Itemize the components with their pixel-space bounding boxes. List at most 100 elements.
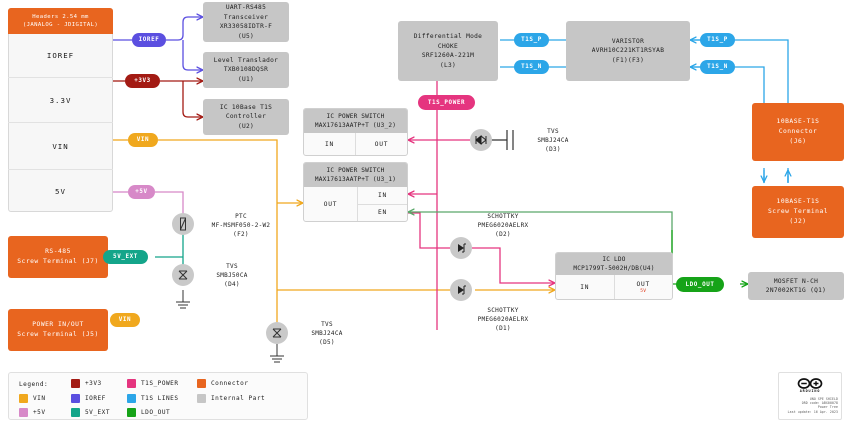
block-uart-rs485-transceiver[interactable]: UART-RS485 Transceiver XR33058IDTR-F (U5…: [203, 2, 289, 42]
d2-line1: SCHOTTKY: [487, 212, 519, 220]
d3-line3: (D3): [545, 145, 561, 153]
block-level-translator[interactable]: Level Translador TXB0108DQSR (U1): [203, 52, 289, 88]
net-label-t1s-n-right[interactable]: T1S_N: [700, 60, 735, 74]
d1-line2: PMEG6020AELRX: [477, 315, 529, 323]
block-mosfet-n-ch[interactable]: MOSFET N-CH 2N7002KT1G (Q1): [748, 272, 844, 300]
u3-2-pin-out[interactable]: OUT: [374, 140, 389, 148]
legend-box: Legend: +3V3 T1S_POWER Connector VIN IOR…: [8, 372, 308, 420]
j5-line2: Screw Terminal (J5): [17, 331, 99, 338]
d5-line2: SMBJ24CA: [311, 329, 343, 337]
net-label-5v[interactable]: +5V: [128, 185, 155, 199]
ldo-pin-out[interactable]: OUT 5V: [615, 275, 673, 299]
connector-rs485-screw-terminal[interactable]: RS-485 Screw Terminal (J7): [8, 236, 108, 278]
j6-line3: (J6): [789, 138, 807, 145]
legend-label-t1s-lines: T1S LINES: [141, 395, 179, 402]
connector-power-in-out-screw-terminal[interactable]: POWER IN/OUT Screw Terminal (J5): [8, 309, 108, 351]
choke-line4: (L3): [439, 61, 457, 69]
rail-3v3[interactable]: 3.3V: [8, 78, 113, 123]
rail-ioref[interactable]: IOREF: [8, 34, 113, 78]
info-line1: UNO SPE SHIELD: [809, 397, 838, 401]
legend-label-connector: Connector: [211, 380, 249, 387]
d3-line1: TVS: [547, 127, 559, 135]
j6-line2: Connector: [778, 128, 818, 135]
tvs-d4-icon: [172, 264, 194, 286]
tvs-d3-icon: [470, 129, 492, 151]
legend-item-5v: +5V: [19, 408, 46, 417]
block-differential-mode-choke[interactable]: Differential Mode CHOKE SRF1260A-221M (L…: [398, 21, 498, 81]
arduino-infinity-logo-icon: [779, 378, 841, 389]
j2-line3: (J2): [789, 218, 807, 225]
u3-1-head-line1: IC POWER SWITCH: [326, 166, 385, 174]
net-label-t1s-power[interactable]: T1S_POWER: [418, 95, 475, 110]
net-label-t1s-n-left[interactable]: T1S_N: [514, 60, 549, 74]
legend-swatch-vin: [19, 394, 28, 403]
d1-line1: SCHOTTKY: [487, 306, 519, 314]
j2-line2: Screw Terminal: [767, 208, 829, 215]
mosfet-line1: MOSFET N-CH: [773, 277, 819, 285]
net-label-t1s-p-right[interactable]: T1S_P: [700, 33, 735, 47]
headers-title: Headers 2.54 mm (JANALOG - JDIGITAL): [8, 8, 113, 34]
block-varistor[interactable]: VARISTOR AVRH10C221KT1RSYAB (F1)(F3): [566, 21, 690, 81]
legend-swatch-t1s-lines: [127, 394, 136, 403]
connector-10base-t1s-connector[interactable]: 10BASE-T1S Connector (J6): [752, 103, 844, 161]
u3-1-pin-out[interactable]: OUT: [304, 187, 359, 221]
mosfet-line2: 2N7002KT1G (Q1): [765, 287, 827, 294]
u3-2-head-line1: IC POWER SWITCH: [326, 112, 385, 120]
tvs-d4-label: TVS SMBJ50CA (D4): [197, 261, 267, 289]
net-label-t1s-p-left[interactable]: T1S_P: [514, 33, 549, 47]
uart-line1: UART-RS485: [225, 4, 267, 11]
ctrl-line1: IC 10Base T1S: [219, 103, 273, 111]
legend-swatch-connector: [197, 379, 206, 388]
rail-vin[interactable]: VIN: [8, 123, 113, 170]
legend-label-ldo-out: LDO_OUT: [141, 409, 171, 416]
block-ic-10base-t1s-controller[interactable]: IC 10Base T1S Controller (U2): [203, 99, 289, 135]
ic-power-switch-u3-1[interactable]: IC POWER SWITCH MAX17613AATP+T (U3_1) OU…: [303, 162, 408, 222]
ldo-pin-out-label: OUT: [636, 280, 651, 288]
tvs-d5-label: TVS SMBJ24CA (D5): [292, 319, 362, 347]
choke-line3: SRF1260A-221M: [421, 52, 475, 59]
u3-2-head-line2: MAX17613AATP+T (U3_2): [314, 122, 397, 129]
info-line2: ORD code: ABX00078: [801, 401, 838, 406]
ldo-pin-in[interactable]: IN: [556, 275, 615, 299]
j5-line1: POWER IN/OUT: [32, 321, 84, 328]
u3-1-pin-en[interactable]: EN: [377, 209, 388, 217]
u3-1-head: IC POWER SWITCH MAX17613AATP+T (U3_1): [304, 163, 407, 187]
net-label-ioref[interactable]: IOREF: [132, 33, 166, 47]
net-label-vin-header[interactable]: VIN: [128, 133, 158, 147]
net-label-vin-j5[interactable]: VIN: [110, 313, 140, 327]
net-label-ldo-out[interactable]: LDO_OUT: [676, 277, 724, 292]
ptc-line2: MF-MSMF050-2-W2: [211, 221, 271, 229]
choke-line2: CHOKE: [437, 42, 459, 50]
tvs-d5-icon: [266, 322, 288, 344]
info-box: ARDUINO UNO SPE SHIELD ORD code: ABX0007…: [778, 372, 842, 420]
schottky-d2-icon: [450, 237, 472, 259]
legend-item-ioref: IOREF: [71, 394, 106, 403]
rail-5v[interactable]: 5V: [55, 186, 66, 196]
connector-10base-t1s-screw-terminal[interactable]: 10BASE-T1S Screw Terminal (J2): [752, 186, 844, 238]
net-label-3v3[interactable]: +3V3: [125, 74, 160, 88]
d5-line1: TVS: [321, 320, 333, 328]
ldo-pin-out-value: 5V: [640, 288, 647, 294]
legend-swatch-internal-part: [197, 394, 206, 403]
legend-swatch-ldo-out: [127, 408, 136, 417]
legend-swatch-3v3: [71, 379, 80, 388]
headers-column: [8, 8, 113, 212]
d5-line3: (D5): [319, 338, 335, 346]
info-line4: Last update: 16 Apr. 2023: [787, 409, 838, 414]
lvl-line2: TXB0108DQSR: [223, 66, 269, 74]
net-label-5v-ext[interactable]: 5V_EXT: [103, 250, 148, 264]
u3-1-pin-in[interactable]: IN: [358, 187, 407, 205]
ic-ldo-u4[interactable]: IC LDO MCP1799T-5002H/DB(U4) IN OUT 5V: [555, 252, 673, 300]
u3-2-pin-in[interactable]: IN: [304, 133, 356, 155]
ptc-line3: (F2): [233, 230, 249, 238]
legend-swatch-5v: [19, 408, 28, 417]
ctrl-line3: (U2): [237, 122, 255, 130]
d1-line3: (D1): [495, 324, 511, 332]
ic-power-switch-u3-2[interactable]: IC POWER SWITCH MAX17613AATP+T (U3_2) IN…: [303, 108, 408, 156]
legend-item-ldo-out: LDO_OUT: [127, 408, 170, 417]
ptc-f2-icon: [172, 213, 194, 235]
j6-line1: 10BASE-T1S: [776, 118, 820, 125]
arduino-wordmark: ARDUINO: [799, 389, 821, 393]
d2-line2: PMEG6020AELRX: [477, 221, 529, 229]
